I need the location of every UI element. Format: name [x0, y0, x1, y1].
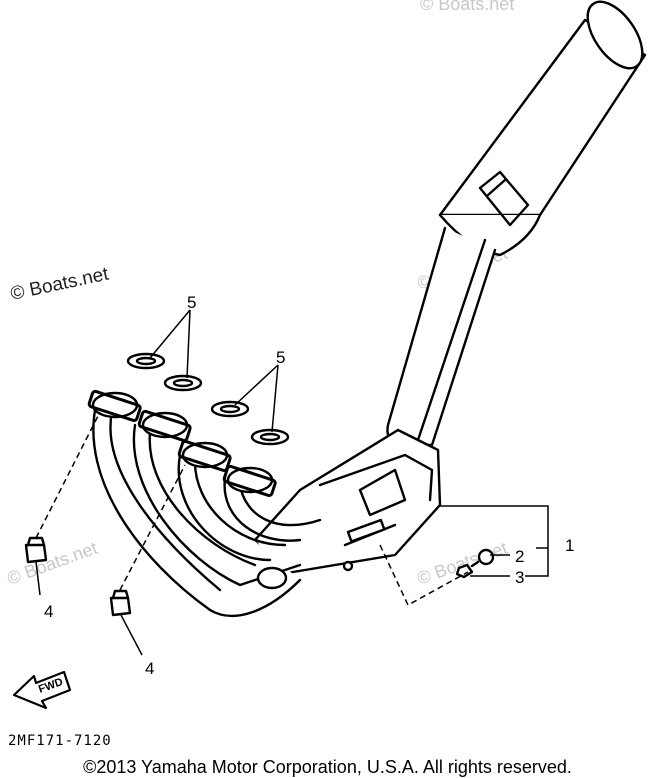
header-flanges [87, 389, 277, 498]
bolt-and-washer [342, 548, 495, 579]
callout-4a: 4 [44, 602, 53, 621]
connecting-pipe [386, 226, 497, 447]
callout-1: 1 [565, 536, 574, 555]
callouts: 1 2 3 4 4 5 5 [44, 293, 574, 678]
watermark-strong: © Boats.net [9, 264, 111, 305]
callout-4b: 4 [145, 659, 154, 678]
callout-5b: 5 [276, 348, 285, 367]
header-pipes [92, 403, 322, 618]
nuts [24, 536, 132, 617]
watermark-top: © Boats.net [420, 0, 514, 14]
leader-lines [35, 309, 549, 656]
callout-3: 3 [515, 568, 524, 587]
muffler [438, 0, 647, 257]
part-number: 2MF171-7120 [8, 733, 112, 749]
forward-arrow: FWD [12, 670, 72, 710]
collector [253, 428, 442, 577]
callout-5a: 5 [187, 293, 196, 312]
gaskets [126, 352, 290, 446]
callout-2: 2 [515, 547, 524, 566]
watermark-right: © Boats.net [415, 538, 510, 589]
copyright-text: ©2013 Yamaha Motor Corporation, U.S.A. A… [83, 757, 572, 777]
watermark-left: © Boats.net [5, 538, 100, 589]
